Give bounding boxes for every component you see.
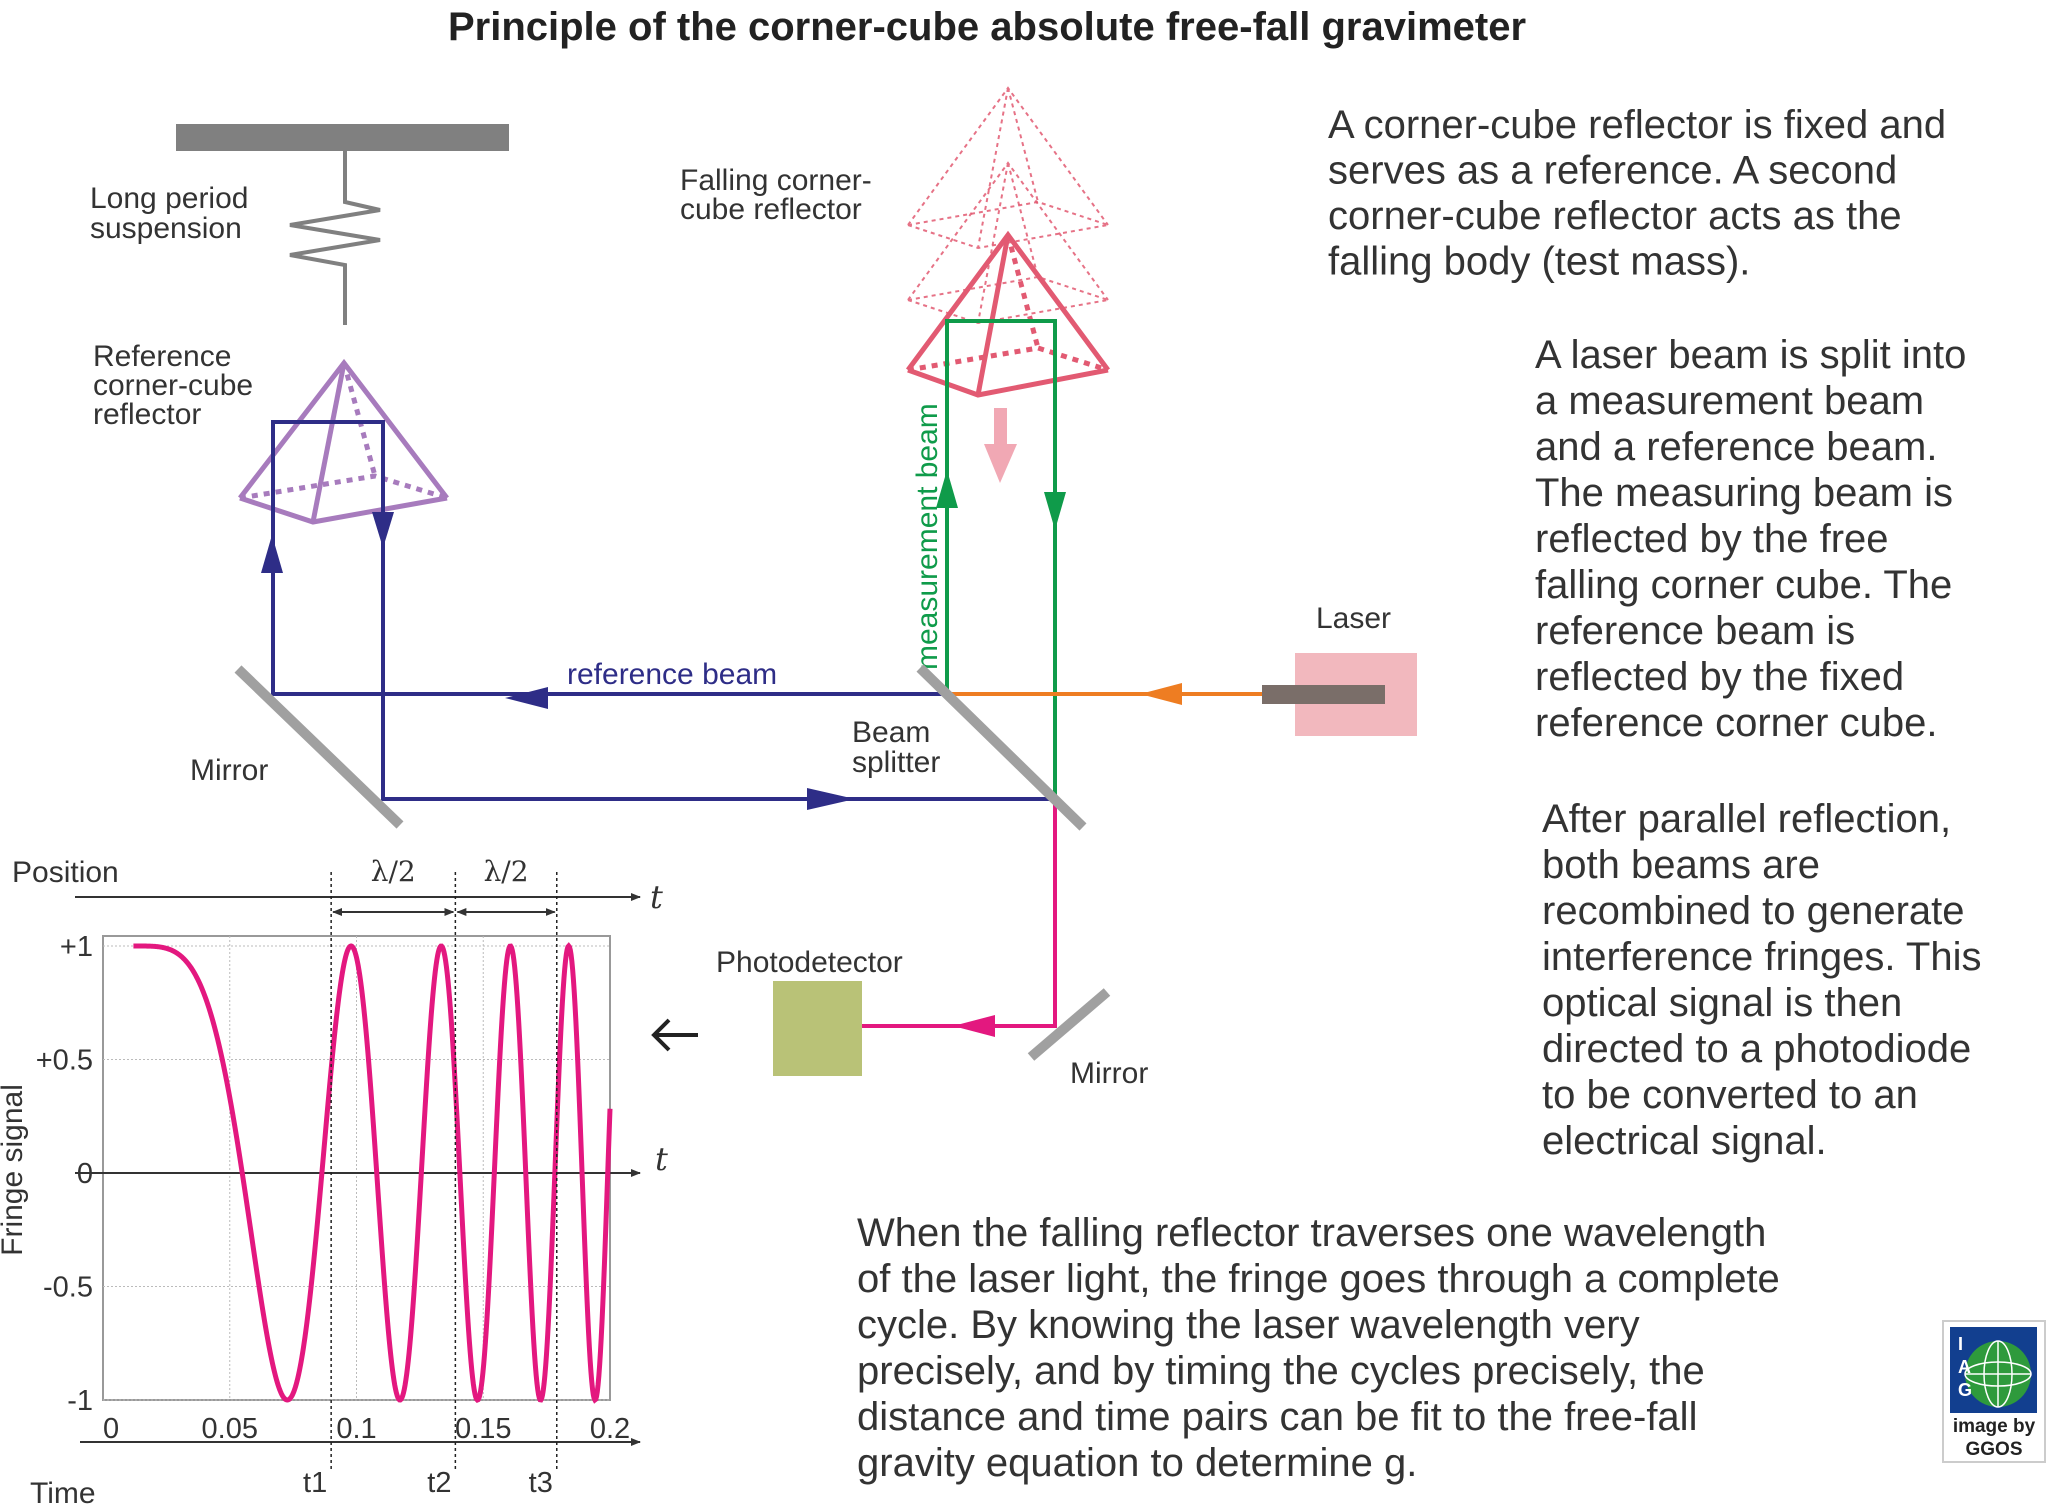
logo-letter-3: G: [1958, 1380, 1972, 1400]
paragraph-p3-line-1: After parallel reflection,: [1542, 797, 1951, 841]
fringe-signal-chart: 0 0.05 0.1 0.15 0.2 +1 +0.5 0 -0.5 -1 Fringe signa…: [0, 855, 668, 1506]
left-mirror: [234, 665, 404, 829]
logo-caption-line2: GGOS: [1965, 1439, 2022, 1460]
fringe-signal-series-line: [133, 942, 613, 1404]
long-period-suspension: [176, 124, 509, 325]
chart-x-tick-label: 0.2: [590, 1413, 630, 1445]
paragraph-p2-line-7: reference beam is: [1535, 609, 1855, 653]
beam-splitter-label-line2: splitter: [852, 746, 940, 779]
laser-beam-arrow: [1140, 683, 1182, 705]
chart-marker-label-t3: t3: [529, 1467, 553, 1499]
paragraph-p4-line-6: gravity equation to determine g.: [857, 1441, 1417, 1485]
support-beam: [176, 124, 509, 151]
falling-corner-cube: [905, 230, 1111, 398]
chart-x-label: Time: [30, 1477, 96, 1506]
paragraph-p3-line-6: directed to a photodiode: [1542, 1027, 1971, 1071]
explanation-text: A corner-cube reflector is fixed andserv…: [857, 103, 1981, 1485]
paragraph-p1-line-2: serves as a reference. A second: [1328, 149, 1897, 193]
laser: [1262, 653, 1417, 736]
suspension-label-line2: suspension: [90, 212, 242, 245]
paragraph-p1-line-4: falling body (test mass).: [1328, 240, 1750, 284]
chart-y-tick-label: +0.5: [36, 1045, 93, 1077]
paragraph-p3-line-2: both beams are: [1542, 843, 1820, 887]
paragraph-p4-line-5: distance and time pairs can be fit to th…: [857, 1395, 1697, 1439]
paragraph-p1-line-1: A corner-cube reflector is fixed and: [1328, 103, 1946, 147]
paragraph-p1-line-3: corner-cube reflector acts as the: [1328, 194, 1902, 238]
signal-out-arrow: [651, 1018, 698, 1052]
measurement-beam-arrow-up: [936, 470, 958, 508]
paragraph-p3-line-4: interference fringes. This: [1542, 935, 1981, 979]
chart-x-tick-label: 0.1: [336, 1413, 376, 1445]
output-beam: [862, 799, 1057, 1028]
left-mirror-label: Mirror: [190, 754, 268, 787]
reference-beam-label: reference beam: [567, 658, 777, 691]
paragraph-p2-line-4: The measuring beam is: [1535, 471, 1953, 515]
logo-caption-line1: image by: [1953, 1416, 2036, 1437]
reference-reflector-label-line1: Reference: [93, 340, 231, 373]
chart-y-tick-label: -1: [67, 1385, 93, 1417]
output-beam-arrow: [953, 1015, 995, 1037]
chart-x-tick-label: 0.05: [202, 1413, 258, 1445]
photodetector: [773, 981, 862, 1076]
photodetector-label: Photodetector: [716, 946, 903, 979]
chart-position-label: Position: [12, 856, 119, 889]
paragraph-p3-line-5: optical signal is then: [1542, 981, 1902, 1025]
chart-interval-label: λ/2: [371, 855, 416, 888]
paragraph-p3-line-3: recombined to generate: [1542, 889, 1965, 933]
paragraph-p2-line-3: and a reference beam.: [1535, 425, 1937, 469]
paragraph-p4-line-2: of the laser light, the fringe goes thro…: [857, 1257, 1780, 1301]
chart-y-label: Fringe signal: [0, 1084, 29, 1256]
chart-x-tick-label: 0: [103, 1413, 119, 1445]
paragraph-p4-line-3: cycle. By knowing the laser wavelength v…: [857, 1303, 1640, 1347]
measurement-beam-label: measurement beam: [911, 403, 944, 670]
bottom-mirror-label: Mirror: [1070, 1057, 1148, 1090]
paragraph-p2-line-9: reference corner cube.: [1535, 701, 1937, 745]
falling-corner-cube-ghost-top: [907, 86, 1109, 250]
fall-direction-arrow: [984, 408, 1017, 483]
chart-y-tick-label: +1: [60, 931, 93, 963]
chart-marker-label-t2: t2: [427, 1467, 451, 1499]
chart-interval-label: λ/2: [484, 855, 529, 888]
logo-letter-1: I: [1958, 1334, 1963, 1354]
falling-reflector-label-line2: cube reflector: [680, 193, 862, 226]
chart-zero-t-label: t: [655, 1140, 668, 1178]
chart-y-tick-label: -0.5: [43, 1272, 93, 1304]
paragraph-p2-line-2: a measurement beam: [1535, 379, 1924, 423]
logo-letter-2: A: [1958, 1357, 1971, 1377]
measurement-beam-arrow-down: [1044, 492, 1066, 530]
paragraph-p2-line-8: reflected by the fixed: [1535, 655, 1904, 699]
paragraph-p3-line-7: to be converted to an: [1542, 1073, 1918, 1117]
chart-x-tick-label: 0.15: [455, 1413, 511, 1445]
reference-beam-arrow-down: [372, 512, 394, 548]
paragraph-p4-line-4: precisely, and by timing the cycles prec…: [857, 1349, 1705, 1393]
paragraph-p3-line-8: electrical signal.: [1542, 1119, 1827, 1163]
reference-beam-arrow-right: [807, 788, 855, 810]
falling-reflector-label-line1: Falling corner-: [680, 164, 872, 197]
reference-reflector-label-line3: reflector: [93, 398, 201, 431]
paragraph-p2-line-1: A laser beam is split into: [1535, 333, 1966, 377]
paragraph-p2-line-6: falling corner cube. The: [1535, 563, 1952, 607]
reference-reflector-label-line2: corner-cube: [93, 369, 253, 402]
bottom-mirror: [1027, 988, 1111, 1061]
reference-beam-arrow-up: [261, 535, 283, 573]
ggos-logo: I A G image by GGOS: [1942, 1320, 2046, 1463]
page-title: Principle of the corner-cube absolute fr…: [448, 5, 1526, 49]
suspension-label-line1: Long period: [90, 182, 248, 215]
reference-beam: [271, 420, 1055, 801]
suspension-spring: [289, 151, 381, 325]
chart-y-tick-label: 0: [77, 1158, 93, 1190]
reference-beam-arrow-left: [505, 687, 548, 709]
paragraph-p4-line-1: When the falling reflector traverses one…: [857, 1211, 1766, 1255]
beam-splitter-label-line1: Beam: [852, 716, 930, 749]
laser-rod: [1262, 685, 1385, 704]
chart-position-t-label: t: [650, 878, 663, 916]
beam-splitter: [916, 664, 1087, 831]
chart-marker-label-t1: t1: [303, 1467, 327, 1499]
logo-grid: [1964, 1340, 2032, 1408]
laser-label: Laser: [1316, 602, 1391, 635]
paragraph-p2-line-5: reflected by the free: [1535, 517, 1889, 561]
